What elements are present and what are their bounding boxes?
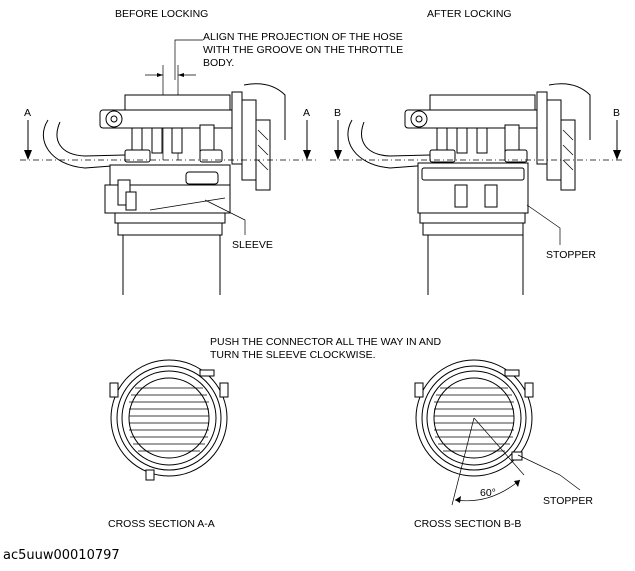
after-locking-assembly: [330, 83, 625, 295]
before-locking-assembly: [20, 39, 318, 295]
section-a-left-label: A: [24, 107, 31, 119]
stopper-top-label: STOPPER: [546, 249, 596, 261]
align-instruction-line1: ALIGN THE PROJECTION OF THE HOSE: [203, 31, 403, 43]
sleeve-label: SLEEVE: [232, 239, 273, 251]
section-b-left-label: B: [334, 107, 341, 119]
push-instruction-line1: PUSH THE CONNECTOR ALL THE WAY IN AND: [210, 336, 441, 348]
angle-label: 60°: [480, 487, 496, 499]
after-locking-heading: AFTER LOCKING: [427, 8, 512, 20]
align-instruction-line3: BODY.: [203, 57, 234, 69]
cross-section-aa-label: CROSS SECTION A-A: [108, 518, 215, 530]
cross-section-a-a: [109, 359, 229, 481]
stopper-bottom-label: STOPPER: [543, 495, 593, 507]
cross-section-b-b: [414, 359, 581, 506]
align-instruction-line2: WITH THE GROOVE ON THE THROTTLE: [203, 44, 403, 56]
section-b-right-label: B: [613, 107, 620, 119]
before-locking-heading: BEFORE LOCKING: [115, 8, 208, 20]
section-a-right-label: A: [303, 107, 310, 119]
push-instruction-line2: TURN THE SLEEVE CLOCKWISE.: [210, 349, 376, 361]
cross-section-bb-label: CROSS SECTION B-B: [414, 518, 521, 530]
figure-id: ac5uuw00010797: [3, 548, 120, 563]
